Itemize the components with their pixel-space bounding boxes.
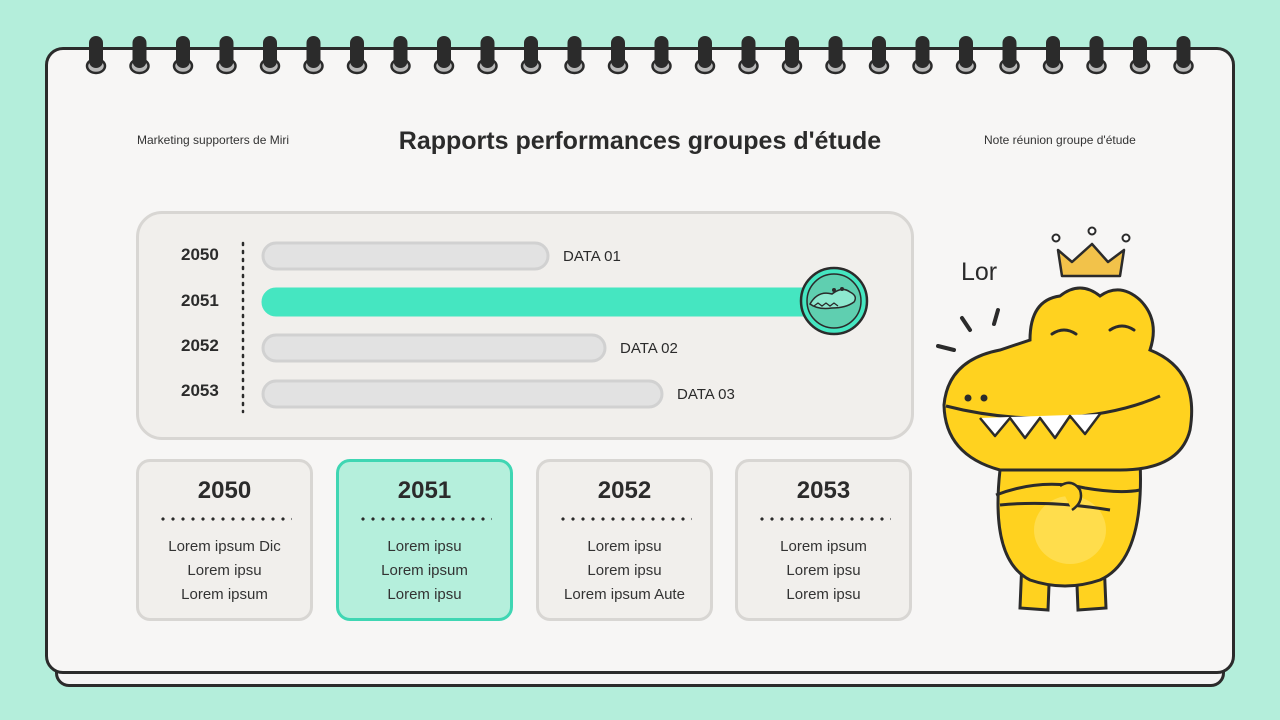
binding-ring bbox=[698, 36, 712, 68]
binding-ring bbox=[393, 36, 408, 68]
crown-icon bbox=[1051, 226, 1131, 278]
binding-ring bbox=[785, 36, 799, 68]
card-line: Lorem ipsu bbox=[587, 538, 662, 555]
bar-category-label: 2053 bbox=[181, 381, 219, 400]
card-line: Lorem ipsum Dic bbox=[168, 538, 281, 555]
binding-ring bbox=[263, 36, 277, 68]
binding-ring bbox=[915, 36, 930, 68]
header-right-note: Note réunion groupe d'étude bbox=[984, 133, 1136, 147]
crocodile-mascot-icon bbox=[936, 226, 1194, 612]
year-card-highlighted: 2051 Lorem ipsu Lorem ipsum Lorem ipsu bbox=[336, 459, 513, 621]
bar-category-label: 2050 bbox=[181, 245, 219, 264]
card-divider bbox=[357, 517, 492, 521]
card-year: 2050 bbox=[197, 477, 252, 504]
card-line: Lorem ipsu bbox=[387, 538, 462, 555]
card-year: 2052 bbox=[597, 477, 652, 504]
page-title: Rapports performances groupes d'étude bbox=[398, 127, 882, 155]
binding-ring bbox=[872, 36, 886, 68]
card-year: 2053 bbox=[796, 477, 851, 504]
card-line: Lorem ipsu bbox=[786, 562, 861, 579]
year-card: 2053 Lorem ipsum Lorem ipsu Lorem ipsu bbox=[735, 459, 912, 621]
binding-ring bbox=[437, 36, 451, 68]
binding-ring bbox=[219, 36, 234, 68]
binding-ring bbox=[132, 36, 147, 68]
binding-ring bbox=[654, 36, 669, 68]
binding-ring bbox=[480, 36, 495, 68]
year-card: 2050 Lorem ipsum Dic Lorem ipsu Lorem ip… bbox=[136, 459, 313, 621]
card-divider bbox=[557, 517, 692, 521]
card-divider bbox=[157, 517, 292, 521]
binding-ring bbox=[176, 36, 190, 68]
binding-ring bbox=[1133, 36, 1147, 68]
binding-ring bbox=[1176, 36, 1191, 68]
header-left-note: Marketing supporters de Miri bbox=[137, 133, 290, 147]
binding-ring bbox=[828, 36, 843, 68]
binding-ring bbox=[89, 36, 103, 68]
card-year: 2051 bbox=[397, 477, 452, 504]
binding-ring bbox=[1089, 36, 1104, 68]
binding-ring bbox=[1002, 36, 1017, 68]
binding-ring bbox=[959, 36, 973, 68]
chart-panel bbox=[136, 211, 914, 440]
bar-category-label: 2052 bbox=[181, 336, 219, 355]
card-line: Lorem ipsu bbox=[587, 562, 662, 579]
binding-ring bbox=[350, 36, 364, 68]
card-line: Lorem ipsum bbox=[381, 562, 468, 579]
bar-category-label: 2051 bbox=[181, 291, 219, 310]
mascot-speech-text: Lor bbox=[961, 258, 998, 286]
card-line: Lorem ipsu bbox=[187, 562, 262, 579]
year-card: 2052 Lorem ipsu Lorem ipsu Lorem ipsum A… bbox=[536, 459, 713, 621]
card-line: Lorem ipsum Aute bbox=[564, 586, 685, 603]
binding-ring bbox=[1046, 36, 1060, 68]
binding-ring bbox=[306, 36, 321, 68]
binding-ring bbox=[524, 36, 538, 68]
card-line: Lorem ipsu bbox=[387, 586, 462, 603]
card-line: Lorem ipsum bbox=[780, 538, 867, 555]
spiral-binding bbox=[85, 36, 1194, 75]
binding-ring bbox=[567, 36, 582, 68]
binding-ring bbox=[741, 36, 756, 68]
card-divider bbox=[756, 517, 891, 521]
card-line: Lorem ipsu bbox=[786, 586, 861, 603]
card-line: Lorem ipsum bbox=[181, 586, 268, 603]
binding-ring bbox=[611, 36, 625, 68]
